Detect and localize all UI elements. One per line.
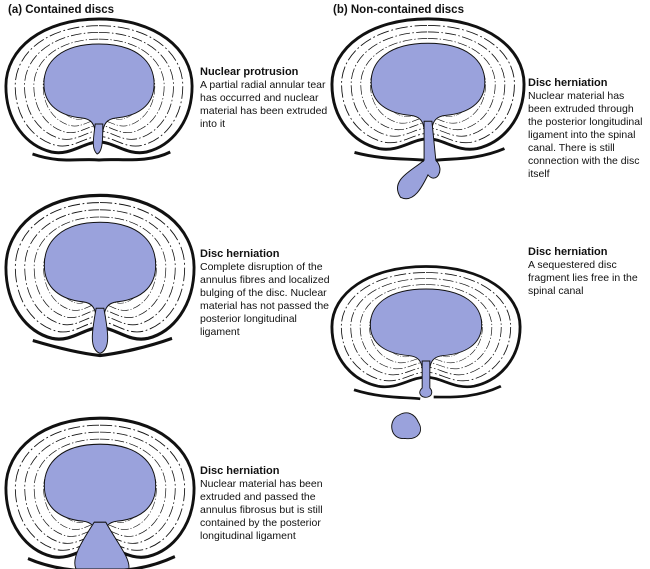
disc-herniation-bulging <box>4 190 196 362</box>
posterior-longitudinal-ligament <box>27 555 176 569</box>
header-non-contained-discs: (b) Non-contained discs <box>333 4 464 16</box>
sequestered-fragment <box>391 412 422 440</box>
caption-title: Disc herniation <box>528 77 608 89</box>
extruded-nuclear-material <box>91 307 109 354</box>
disc-nuclear-protrusion <box>4 14 194 164</box>
posterior-longitudinal-ligament <box>353 384 502 401</box>
header-contained-discs: (a) Contained discs <box>8 4 115 16</box>
disc-herniation-extruded <box>330 14 526 209</box>
caption-text: Nuclear material has been extruded and p… <box>200 478 323 542</box>
caption-text: Nuclear material has been extruded throu… <box>528 90 643 180</box>
posterior-longitudinal-ligament <box>32 150 171 162</box>
disc-herniation-sequestered <box>330 262 522 442</box>
extruded-nuclear-material <box>92 123 104 155</box>
caption-text: A sequestered disc fragment lies free in… <box>528 259 638 297</box>
posterior-longitudinal-ligament <box>354 147 506 162</box>
caption-text: A partial radial annular tear has occurr… <box>200 79 328 130</box>
caption-title: Disc herniation <box>200 248 280 260</box>
caption-title: Disc herniation <box>528 246 608 258</box>
caption-title: Nuclear protrusion <box>200 66 299 78</box>
posterior-longitudinal-ligament <box>32 336 173 358</box>
disc-herniation-contained <box>4 413 196 569</box>
caption-text: Complete disruption of the annulus fibre… <box>200 261 330 338</box>
caption-title: Disc herniation <box>200 465 280 477</box>
extruded-nuclear-material <box>397 120 441 200</box>
extruded-nuclear-material <box>419 360 433 398</box>
extruded-nuclear-material <box>74 521 130 569</box>
